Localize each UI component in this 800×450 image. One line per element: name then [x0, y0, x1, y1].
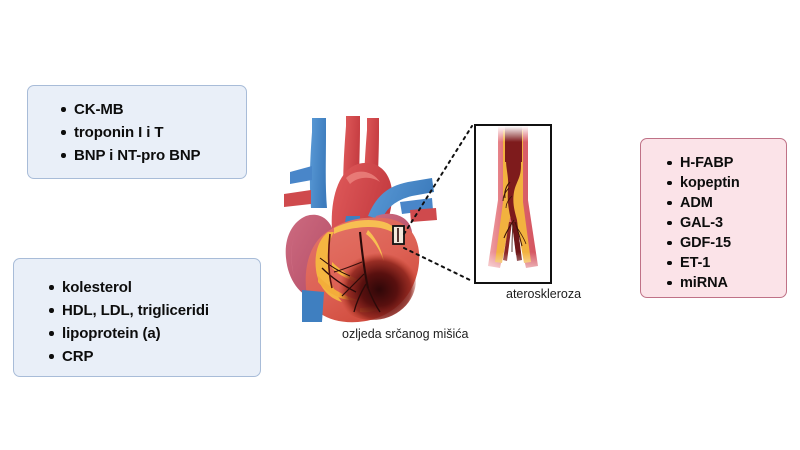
- bullet-icon: [61, 107, 66, 112]
- cardiac-injury-markers-panel: CK-MB troponin I i T BNP i NT-pro BNP: [27, 85, 247, 179]
- coronary-marginal: [327, 233, 333, 289]
- bullet-icon: [49, 331, 54, 336]
- infarct-region: [328, 240, 416, 320]
- bullet-icon: [667, 160, 672, 166]
- inferior-vena-cava: [302, 290, 324, 322]
- bullet-icon: [61, 153, 66, 158]
- coronary-fat-top: [334, 220, 402, 240]
- coronary-branch-2: [353, 283, 367, 313]
- bullet-icon: [667, 260, 672, 266]
- list-item: CK-MB: [61, 98, 246, 121]
- bullet-icon: [49, 354, 54, 359]
- vein-branch-left-upper: [290, 166, 312, 184]
- bullet-icon: [667, 280, 672, 286]
- list-item: CRP: [49, 345, 260, 368]
- artery-branch-left-lower: [284, 190, 311, 207]
- list-item: lipoprotein (a): [49, 322, 260, 345]
- bullet-icon: [49, 308, 54, 313]
- novel-markers-panel: H-FABP kopeptin ADM GAL-3 GDF-15 ET-1 mi…: [640, 138, 787, 298]
- circumflex-branch: [319, 257, 351, 277]
- plaque-streak-4: [503, 219, 515, 239]
- bullet-icon: [667, 200, 672, 206]
- list-item: BNP i NT-pro BNP: [61, 144, 246, 167]
- marker-label: lipoprotein (a): [62, 325, 161, 342]
- list-item: GAL-3: [667, 213, 786, 233]
- aorta-highlight: [346, 171, 380, 184]
- bullet-icon: [49, 285, 54, 290]
- list-item: ADM: [667, 193, 786, 213]
- plaque-streak-5: [514, 221, 523, 247]
- coronary-branch-1: [367, 287, 381, 313]
- marker-label: CRP: [62, 348, 94, 365]
- marker-label: miRNA: [680, 275, 728, 291]
- cardiac-injury-markers-list: CK-MB troponin I i T BNP i NT-pro BNP: [61, 98, 246, 167]
- list-item: kolesterol: [49, 276, 260, 299]
- plaque-streak-1: [504, 181, 511, 199]
- lipid-inflammation-markers-list: kolesterol HDL, LDL, trigliceridi lipopr…: [49, 276, 260, 368]
- marker-label: GAL-3: [680, 215, 724, 231]
- bullet-icon: [667, 240, 672, 246]
- fade-top: [476, 126, 550, 142]
- marker-label: GDF-15: [680, 235, 731, 251]
- marker-label: kolesterol: [62, 279, 132, 296]
- plaque-streak-6: [511, 223, 514, 253]
- plaque-streak-2: [502, 187, 510, 202]
- artery-branch-right: [410, 208, 437, 222]
- coronary-branch-3: [341, 273, 365, 297]
- marker-label: ET-1: [680, 255, 711, 271]
- list-item: GDF-15: [667, 233, 786, 253]
- novel-markers-list: H-FABP kopeptin ADM GAL-3 GDF-15 ET-1 mi…: [667, 153, 786, 293]
- heart-illustration: [272, 112, 442, 324]
- list-item: H-FABP: [667, 153, 786, 173]
- list-item: miRNA: [667, 273, 786, 293]
- lipid-inflammation-markers-panel: kolesterol HDL, LDL, trigliceridi lipopr…: [13, 258, 261, 377]
- marker-label: H-FABP: [680, 155, 734, 171]
- plaque-streak-7: [515, 225, 527, 245]
- bullet-icon: [667, 180, 672, 186]
- atherosclerosis-panel: [474, 124, 552, 284]
- artery-caption: ateroskleroza: [506, 287, 582, 301]
- bullet-icon: [667, 220, 672, 226]
- bullet-icon: [61, 130, 66, 135]
- list-item: troponin I i T: [61, 121, 246, 144]
- circumflex-artery: [321, 267, 357, 293]
- marker-label: troponin I i T: [74, 124, 164, 141]
- lumen-branch-left: [503, 222, 512, 261]
- coronary-branch-4: [333, 261, 363, 273]
- list-item: ET-1: [667, 253, 786, 273]
- marker-label: BNP i NT-pro BNP: [74, 147, 201, 164]
- marker-label: HDL, LDL, trigliceridi: [62, 302, 209, 319]
- list-item: kopeptin: [667, 173, 786, 193]
- plaque-streak-3: [505, 195, 513, 209]
- coronary-artery-lad: [358, 231, 370, 289]
- marker-label: CK-MB: [74, 101, 124, 118]
- superior-vena-cava: [309, 118, 327, 208]
- heart-caption: ozljeda srčanog mišića: [342, 327, 469, 341]
- atrium-highlight: [291, 232, 296, 276]
- marker-label: ADM: [680, 195, 713, 211]
- lumen-branch-right: [512, 222, 522, 261]
- list-item: HDL, LDL, trigliceridi: [49, 299, 260, 322]
- marker-label: kopeptin: [680, 175, 740, 191]
- coronary-fat-septal: [366, 230, 384, 262]
- fade-bottom: [476, 252, 550, 282]
